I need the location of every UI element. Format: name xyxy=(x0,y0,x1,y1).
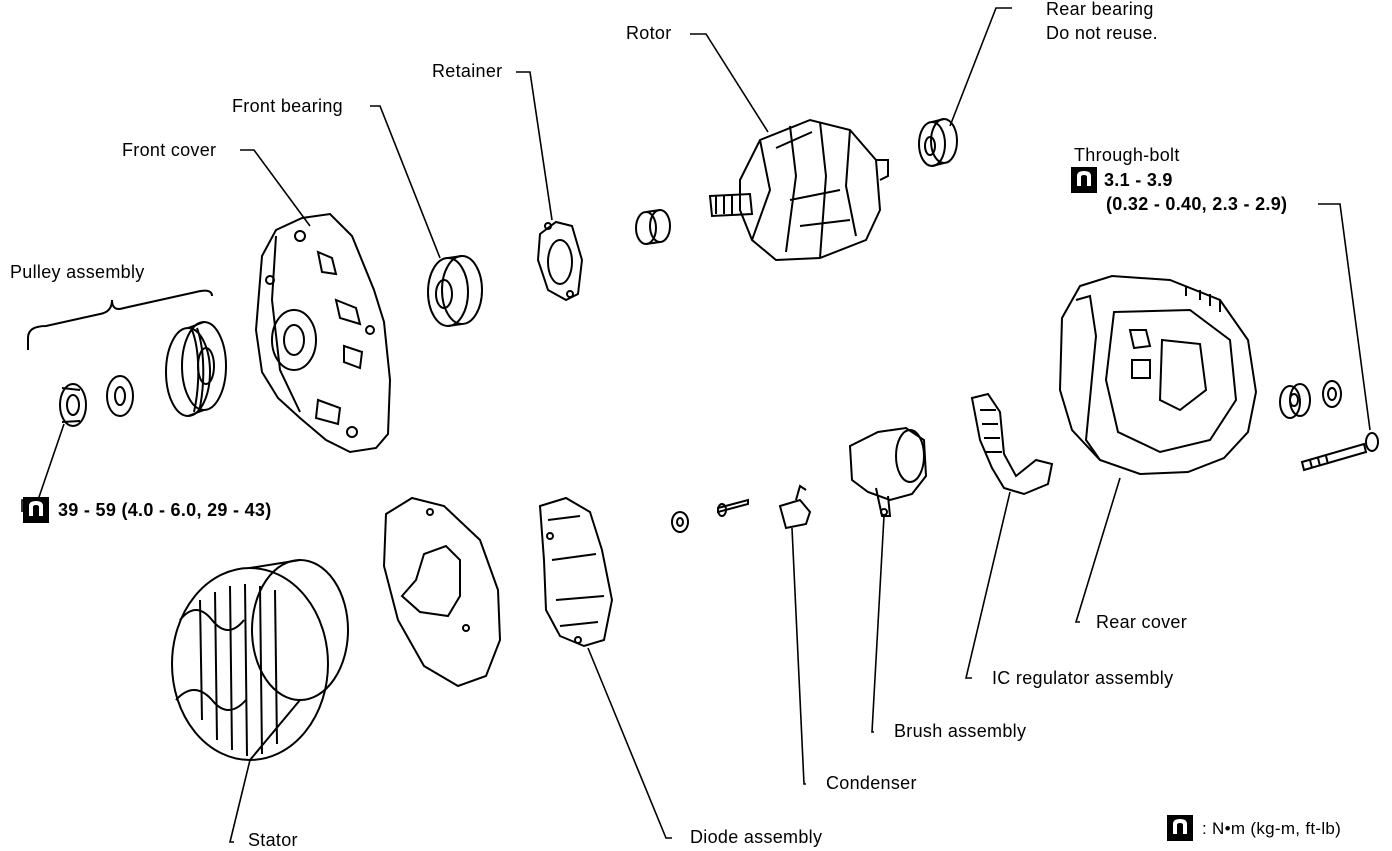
label-rotor: Rotor xyxy=(626,23,672,43)
label-rear-cover: Rear cover xyxy=(1096,612,1188,632)
front-cover xyxy=(254,212,392,454)
rear-cover xyxy=(1058,274,1258,476)
label-rear-bearing-note: Do not reuse. xyxy=(1046,23,1158,43)
label-pulley-assembly: Pulley assembly xyxy=(10,262,145,282)
label-rear-bearing: Rear bearing xyxy=(1046,0,1154,19)
ic-regulator-assembly xyxy=(970,392,1054,496)
rear-bearing xyxy=(918,118,958,167)
label-through-bolt-torque: 3.1 - 3.9 xyxy=(1104,170,1173,190)
label-front-bearing: Front bearing xyxy=(232,96,343,116)
label-brush-assembly: Brush assembly xyxy=(894,721,1027,741)
rear-bushing xyxy=(1279,380,1342,419)
label-front-cover: Front cover xyxy=(122,140,217,160)
label-pulley-torque: 39 - 59 (4.0 - 6.0, 29 - 43) xyxy=(58,500,272,520)
front-bearing xyxy=(427,255,483,327)
leader-lines xyxy=(21,7,1371,843)
pulley-assembly-bracket xyxy=(27,289,213,350)
torque-wrench-icon xyxy=(1070,166,1098,194)
label-condenser: Condenser xyxy=(826,773,917,793)
pulley-nut xyxy=(59,383,87,427)
label-ic-regulator: IC regulator assembly xyxy=(992,668,1174,688)
diode-assembly xyxy=(538,496,614,648)
screw xyxy=(717,498,749,517)
condenser xyxy=(778,484,812,530)
label-retainer: Retainer xyxy=(432,61,503,81)
label-diode-assembly: Diode assembly xyxy=(690,827,823,847)
pulley-washer xyxy=(106,375,134,417)
pulley xyxy=(165,321,227,417)
legend-units: : N•m (kg-m, ft-lb) xyxy=(1202,819,1342,838)
label-through-bolt-torque-values: (0.32 - 0.40, 2.3 - 2.9) xyxy=(1106,194,1288,214)
brush-assembly xyxy=(848,426,928,517)
rotor-bearing-spacer xyxy=(635,209,671,245)
torque-wrench-icon xyxy=(22,496,50,524)
stator xyxy=(171,559,349,761)
label-through-bolt: Through-bolt xyxy=(1074,145,1180,165)
small-washer xyxy=(671,511,689,533)
retainer xyxy=(536,220,584,302)
torque-wrench-icon xyxy=(1166,814,1194,842)
through-bolt xyxy=(1300,432,1379,472)
label-stator: Stator xyxy=(248,830,298,850)
stator-plate xyxy=(382,496,502,688)
rotor xyxy=(708,118,889,262)
